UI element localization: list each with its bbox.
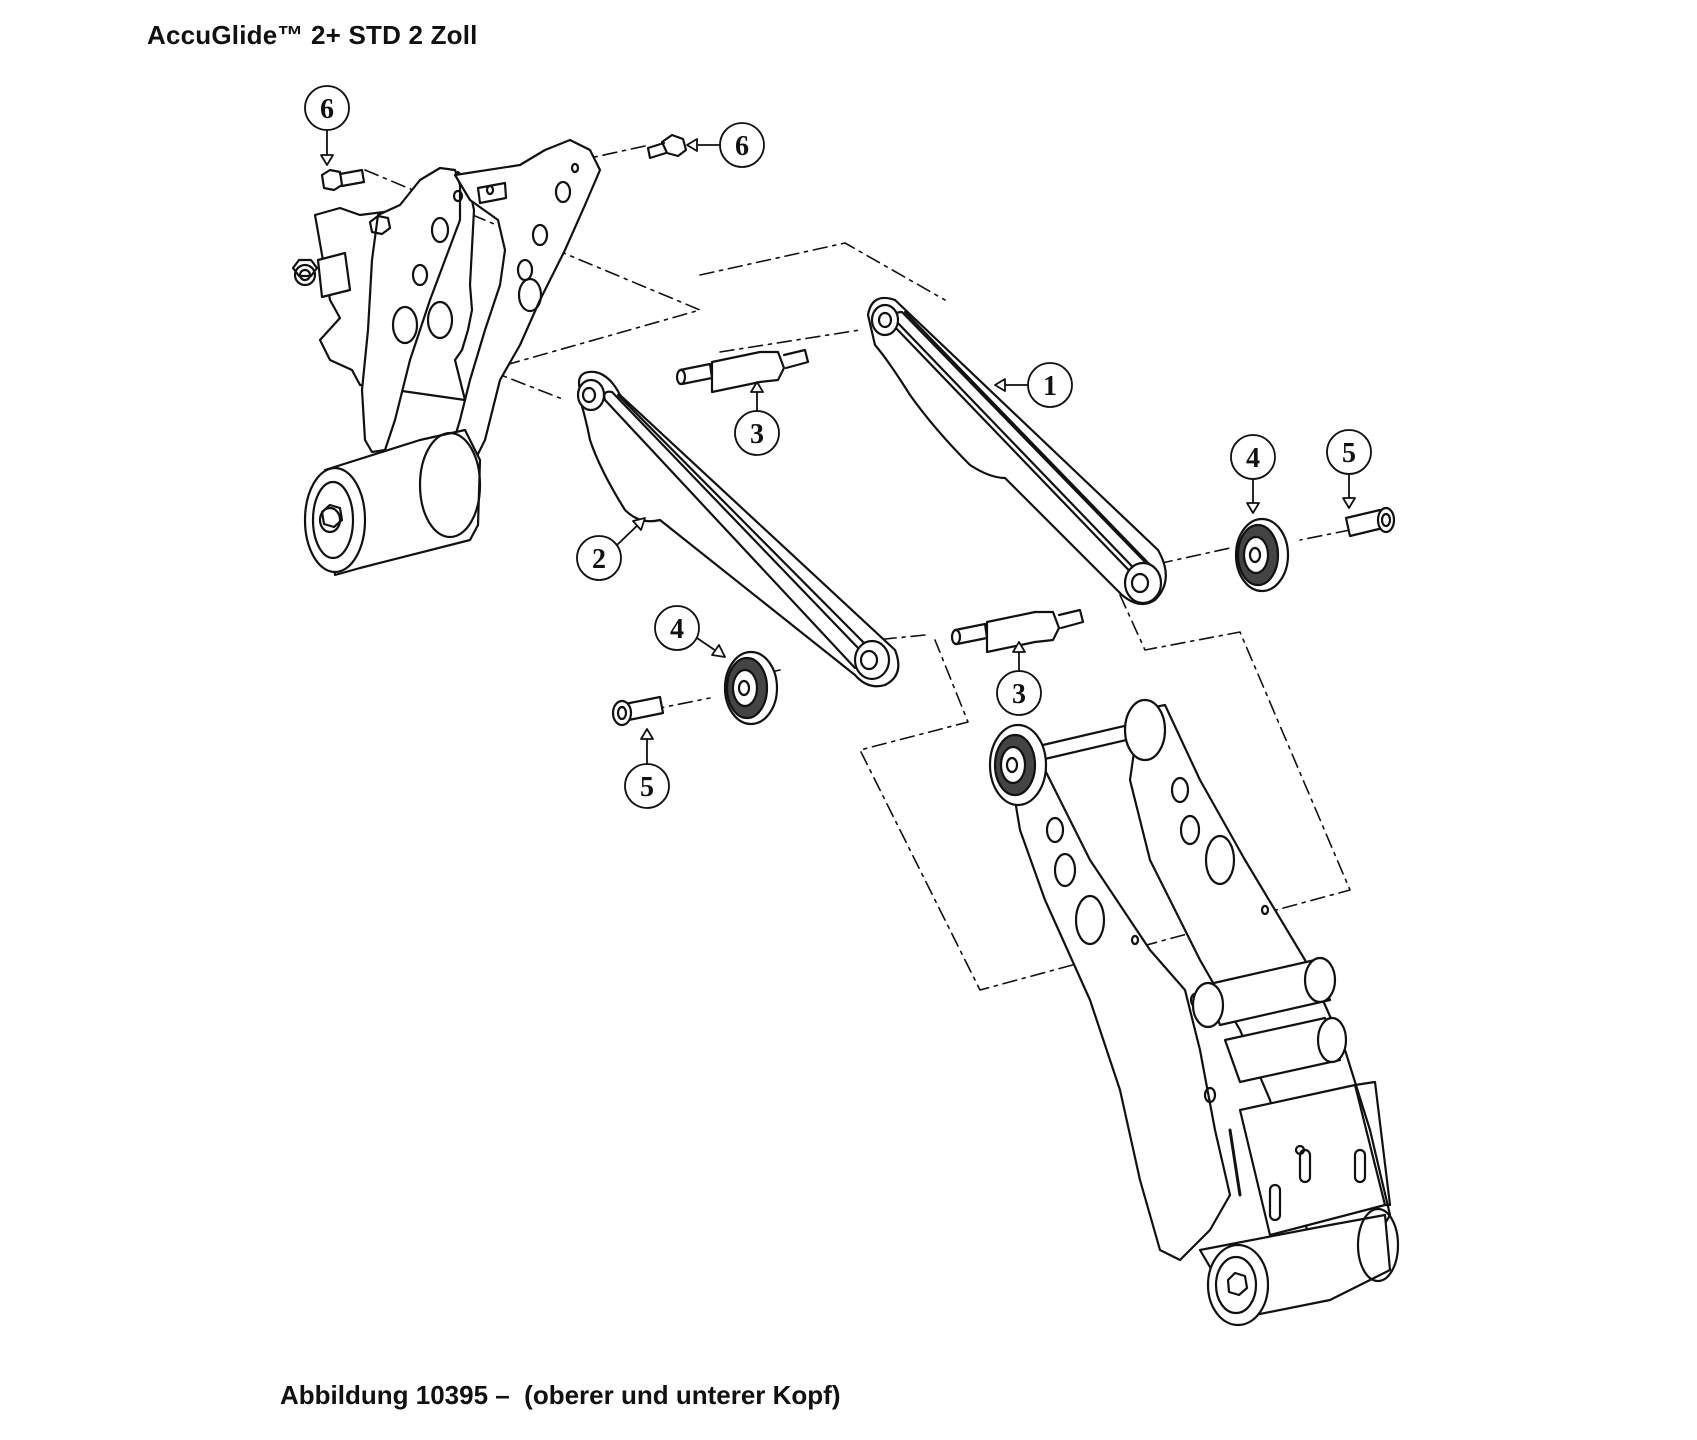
callout-6-right: 6 [686,122,765,168]
callout-5-right: 5 [1326,429,1372,509]
callout-5-left: 5 [624,728,670,809]
link-arm-1 [866,296,1167,606]
svg-text:3: 3 [750,419,764,450]
callout-1: 1 [994,362,1073,408]
callout-3-lower: 3 [996,641,1042,716]
callout-2: 2 [576,517,646,581]
lower-head-assembly [988,698,1400,1327]
svg-text:6: 6 [320,94,334,125]
spacer-3-upper [675,348,810,394]
roller-4-left [723,650,779,726]
upper-head-bracket [291,133,688,577]
figure-caption: Abbildung 10395 – (oberer und unterer Ko… [280,1380,841,1410]
spacer-3-lower [950,608,1085,654]
bolt-6-right [646,133,688,160]
svg-text:2: 2 [592,544,606,575]
link-arm-2 [576,370,900,688]
callouts: 6 6 1 3 2 [304,85,1372,809]
figure-title: AccuGlide™ 2+ STD 2 Zoll [147,20,478,50]
callout-4-right: 4 [1230,434,1276,514]
callout-3-upper: 3 [734,381,780,456]
svg-text:3: 3 [1012,679,1026,710]
svg-text:4: 4 [670,614,684,645]
svg-text:4: 4 [1246,443,1260,474]
roller-4-right [1234,517,1290,593]
callout-4-left: 4 [654,605,726,658]
callout-6-left: 6 [304,85,350,166]
svg-text:5: 5 [640,772,654,803]
bolt-5-right [1344,506,1396,538]
svg-text:5: 5 [1342,438,1356,469]
bolt-5-left [611,695,665,727]
bolt-6-left [320,168,366,192]
svg-text:6: 6 [735,131,749,162]
svg-text:1: 1 [1043,371,1057,402]
